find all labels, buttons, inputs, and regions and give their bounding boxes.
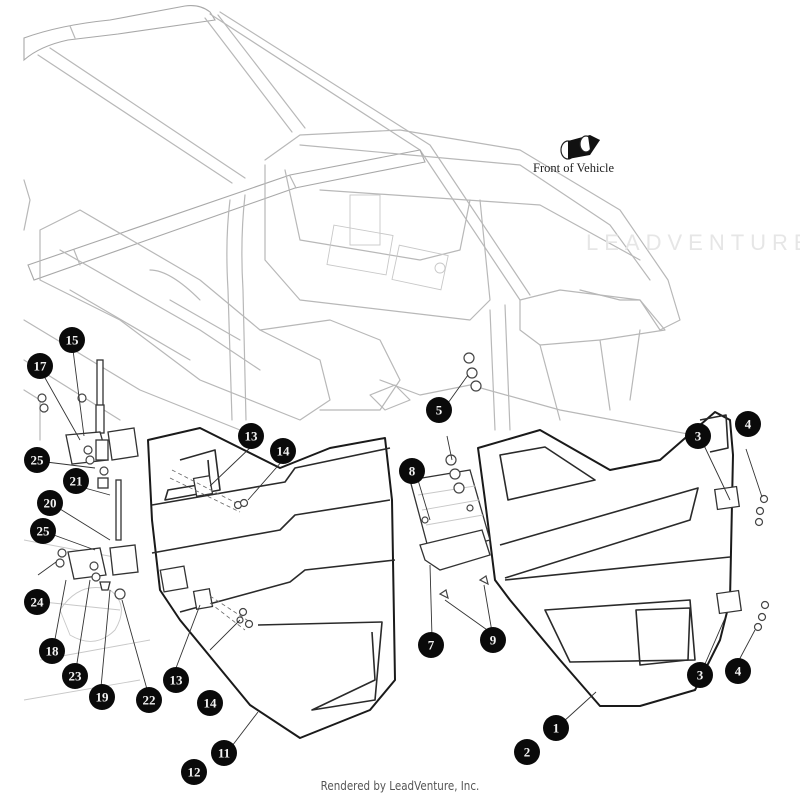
callout-3[interactable]: 3	[687, 662, 713, 688]
svg-text:4: 4	[735, 664, 742, 679]
front-of-vehicle-indicator: Front of Vehicle	[533, 135, 614, 175]
svg-text:7: 7	[428, 638, 435, 653]
svg-text:15: 15	[66, 333, 80, 348]
callout-9[interactable]: 9	[480, 627, 506, 653]
callout-14[interactable]: 14	[197, 690, 223, 716]
callout-11[interactable]: 11	[211, 740, 237, 766]
svg-text:3: 3	[695, 429, 702, 444]
callout-8[interactable]: 8	[399, 458, 425, 484]
left-door-hinges	[159, 469, 254, 631]
callout-13[interactable]: 13	[163, 667, 189, 693]
svg-text:2: 2	[524, 745, 531, 760]
svg-text:14: 14	[277, 444, 291, 459]
callout-24[interactable]: 24	[24, 589, 50, 615]
svg-text:22: 22	[143, 693, 156, 708]
callouts: 1 2 3 3 4 4 5 7 8 9 11 12 13 13 14 14 15…	[24, 327, 761, 785]
callout-19[interactable]: 19	[89, 684, 115, 710]
hinge-post-hardware	[37, 359, 139, 600]
right-door-hinges	[713, 485, 770, 632]
callout-4[interactable]: 4	[735, 411, 761, 437]
callout-14[interactable]: 14	[270, 438, 296, 464]
svg-text:21: 21	[70, 474, 83, 489]
callout-21[interactable]: 21	[63, 468, 89, 494]
render-credit: Rendered by LeadVenture, Inc.	[320, 779, 480, 793]
callout-2[interactable]: 2	[514, 739, 540, 765]
svg-text:24: 24	[31, 595, 45, 610]
svg-text:3: 3	[697, 668, 704, 683]
callout-17[interactable]: 17	[27, 353, 53, 379]
callout-18[interactable]: 18	[39, 638, 65, 664]
callout-12[interactable]: 12	[181, 759, 207, 785]
svg-text:17: 17	[34, 359, 48, 374]
svg-text:4: 4	[745, 417, 752, 432]
svg-text:12: 12	[188, 765, 201, 780]
svg-text:23: 23	[69, 669, 83, 684]
svg-text:19: 19	[96, 690, 110, 705]
svg-text:5: 5	[436, 403, 443, 418]
right-door	[477, 411, 734, 707]
callout-4[interactable]: 4	[725, 658, 751, 684]
svg-text:25: 25	[37, 524, 51, 539]
watermark: LEADVENTURE	[586, 230, 800, 255]
front-of-vehicle-label: Front of Vehicle	[533, 161, 614, 175]
callout-25[interactable]: 25	[24, 447, 50, 473]
callout-25[interactable]: 25	[30, 518, 56, 544]
svg-text:14: 14	[204, 696, 218, 711]
svg-text:13: 13	[245, 429, 259, 444]
callout-23[interactable]: 23	[62, 663, 88, 689]
leader-lines	[37, 349, 763, 747]
callout-15[interactable]: 15	[59, 327, 85, 353]
callout-22[interactable]: 22	[136, 687, 162, 713]
svg-text:11: 11	[218, 746, 230, 761]
callout-3[interactable]: 3	[685, 423, 711, 449]
callout-1[interactable]: 1	[543, 715, 569, 741]
svg-text:13: 13	[170, 673, 184, 688]
svg-text:9: 9	[490, 633, 497, 648]
callout-7[interactable]: 7	[418, 632, 444, 658]
svg-text:8: 8	[409, 464, 416, 479]
callout-5[interactable]: 5	[426, 397, 452, 423]
svg-text:20: 20	[44, 496, 57, 511]
svg-text:18: 18	[46, 644, 60, 659]
callout-20[interactable]: 20	[37, 490, 63, 516]
latch-striker	[409, 469, 491, 600]
svg-text:25: 25	[31, 453, 45, 468]
svg-text:1: 1	[553, 721, 560, 736]
direction-arrow-icon	[560, 135, 600, 160]
callout-13[interactable]: 13	[238, 423, 264, 449]
